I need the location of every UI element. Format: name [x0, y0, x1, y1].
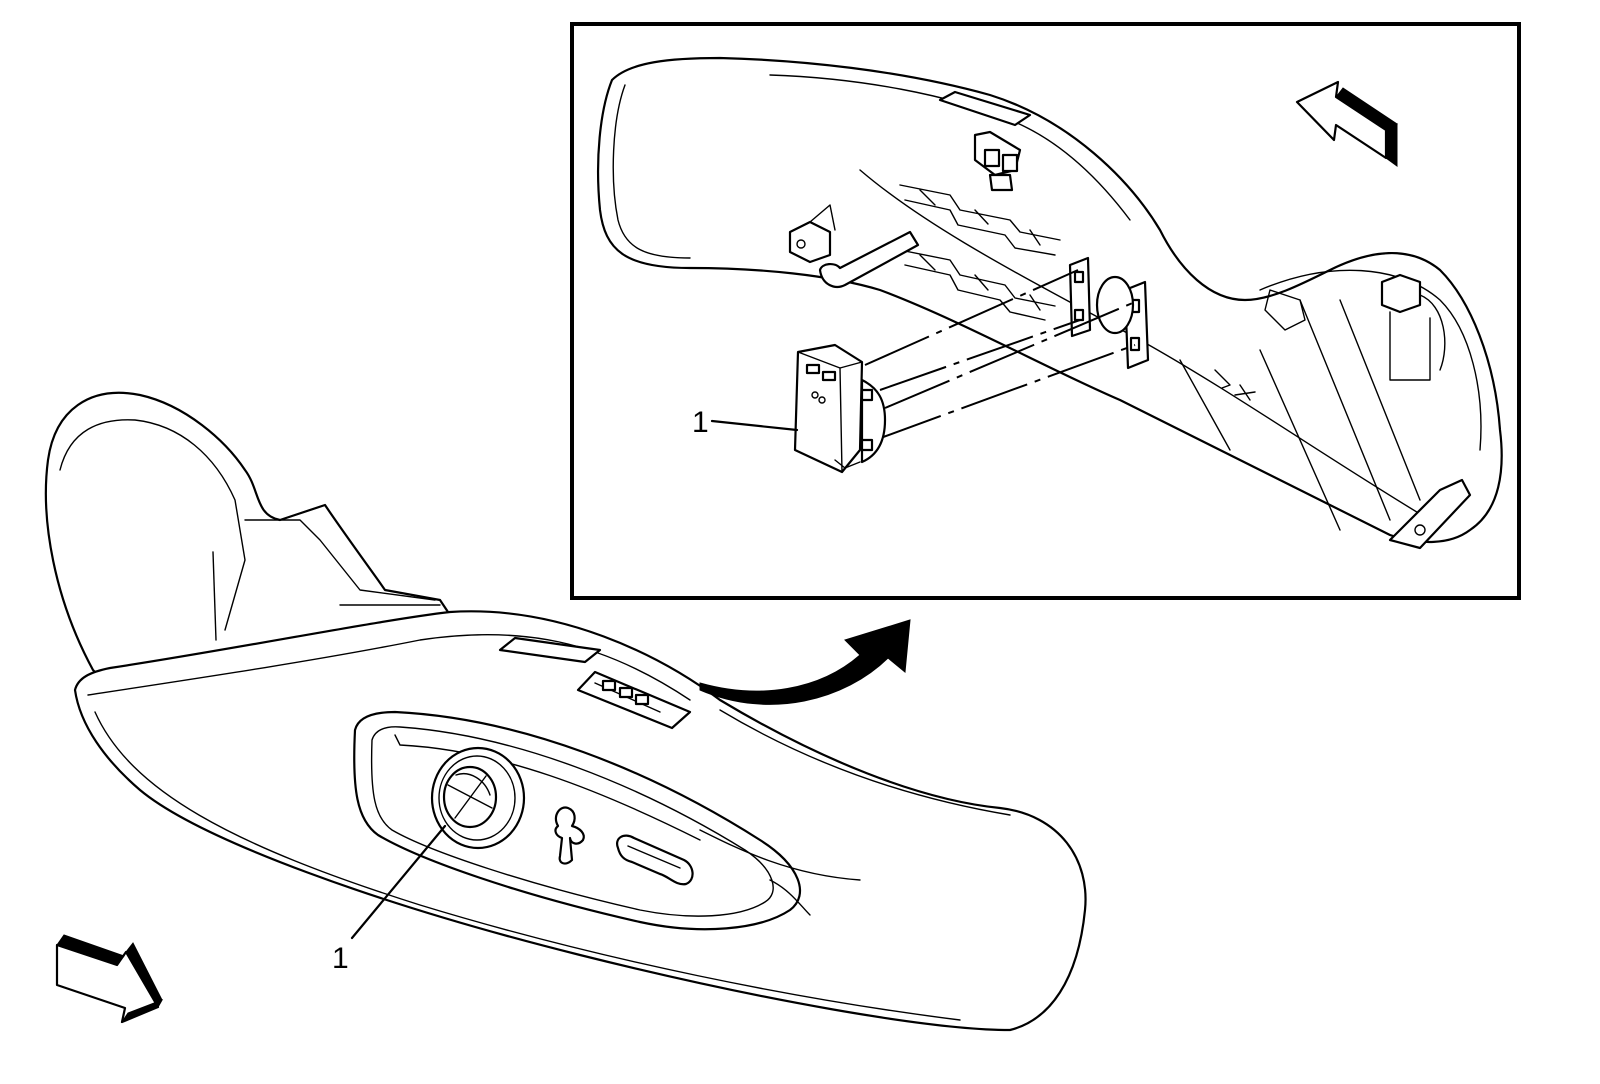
detail-view: 1: [570, 22, 1521, 600]
cushion-switch: [616, 834, 694, 886]
curved-arrow-icon: [699, 619, 911, 705]
seat-side-panel: [44, 391, 1087, 1032]
main-view-callout-label: 1: [332, 942, 349, 975]
main-view-callout: 1: [332, 824, 447, 975]
detail-view-callout-label: 1: [692, 406, 709, 439]
seat-adjuster-knob: [430, 746, 526, 850]
switch-module: [793, 343, 887, 474]
detail-view-callout: 1: [692, 406, 799, 439]
forward-arrow-icon: [55, 934, 164, 1024]
forward-arrow-icon: [1295, 80, 1398, 167]
recline-switch: [554, 806, 585, 865]
